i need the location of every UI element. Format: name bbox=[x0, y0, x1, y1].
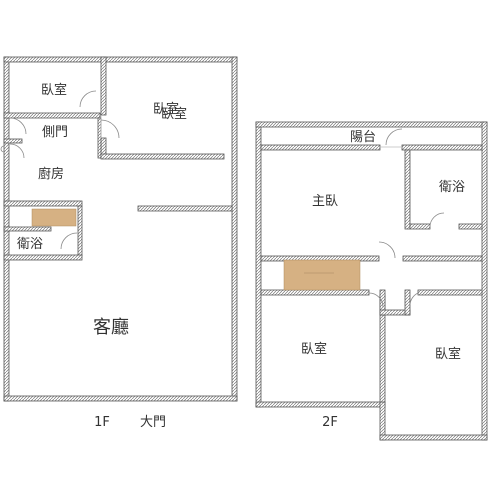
wall bbox=[260, 289, 370, 296]
wall bbox=[458, 223, 483, 230]
room-label-bedroom-right: 臥室 bbox=[435, 346, 461, 362]
floor-label-2f: 2F bbox=[322, 415, 338, 430]
wall bbox=[100, 56, 107, 116]
door-arc bbox=[60, 232, 78, 250]
wall bbox=[379, 434, 488, 441]
door-arc bbox=[79, 90, 97, 108]
door-arc bbox=[409, 292, 419, 306]
wall bbox=[100, 153, 225, 160]
room-label-bathroom-2f: 衛浴 bbox=[439, 180, 465, 195]
wall bbox=[3, 200, 83, 207]
wall bbox=[379, 401, 386, 441]
wall bbox=[255, 121, 262, 408]
wall bbox=[404, 289, 411, 316]
door-swings-1f bbox=[0, 90, 120, 250]
room-label-master-bedroom: 主臥 bbox=[312, 194, 338, 209]
door-arc bbox=[429, 212, 445, 228]
door-arc bbox=[368, 292, 384, 308]
wall bbox=[3, 138, 23, 144]
stair bbox=[283, 259, 361, 291]
floor-label-1f: 1F bbox=[94, 415, 110, 430]
room-label-kitchen: 廚房 bbox=[38, 166, 64, 182]
room-label-side-door: 側門 bbox=[42, 125, 68, 140]
floor-1 bbox=[3, 56, 238, 402]
room-label-bedroom-large: 臥室 bbox=[153, 101, 179, 117]
door-arc bbox=[0, 145, 5, 153]
wall bbox=[255, 401, 386, 408]
wall bbox=[402, 255, 483, 262]
wall bbox=[3, 226, 52, 232]
door-arc bbox=[378, 241, 396, 259]
door-arc bbox=[385, 128, 403, 146]
floor-2 bbox=[255, 121, 488, 441]
door-swings-2f bbox=[368, 128, 445, 308]
wall bbox=[481, 121, 488, 441]
door-arc bbox=[9, 117, 27, 135]
room-label-bedroom-small: 臥室 bbox=[41, 82, 67, 98]
wall bbox=[260, 144, 381, 151]
wall bbox=[137, 205, 233, 212]
wall bbox=[404, 149, 411, 230]
door-arc bbox=[9, 143, 25, 159]
wall bbox=[409, 223, 431, 230]
room-label-bathroom-1f: 衛浴 bbox=[17, 237, 43, 252]
wall bbox=[3, 254, 83, 261]
room-label-bedroom-large-overlap: 臥室 bbox=[161, 106, 187, 122]
room-label-balcony: 陽台 bbox=[350, 130, 376, 145]
room-label-living-room: 客廳 bbox=[93, 317, 129, 338]
main-door-label: 大門 bbox=[140, 415, 166, 430]
wall bbox=[255, 121, 488, 128]
wall bbox=[77, 205, 83, 257]
wall bbox=[3, 395, 238, 402]
door-arc bbox=[100, 119, 120, 139]
room-label-bedroom-left: 臥室 bbox=[301, 341, 327, 357]
stair bbox=[31, 208, 77, 227]
wall bbox=[231, 56, 238, 402]
wall bbox=[97, 117, 102, 159]
wall bbox=[3, 112, 101, 119]
wall bbox=[3, 56, 238, 63]
wall bbox=[401, 144, 483, 151]
wall bbox=[417, 289, 483, 296]
